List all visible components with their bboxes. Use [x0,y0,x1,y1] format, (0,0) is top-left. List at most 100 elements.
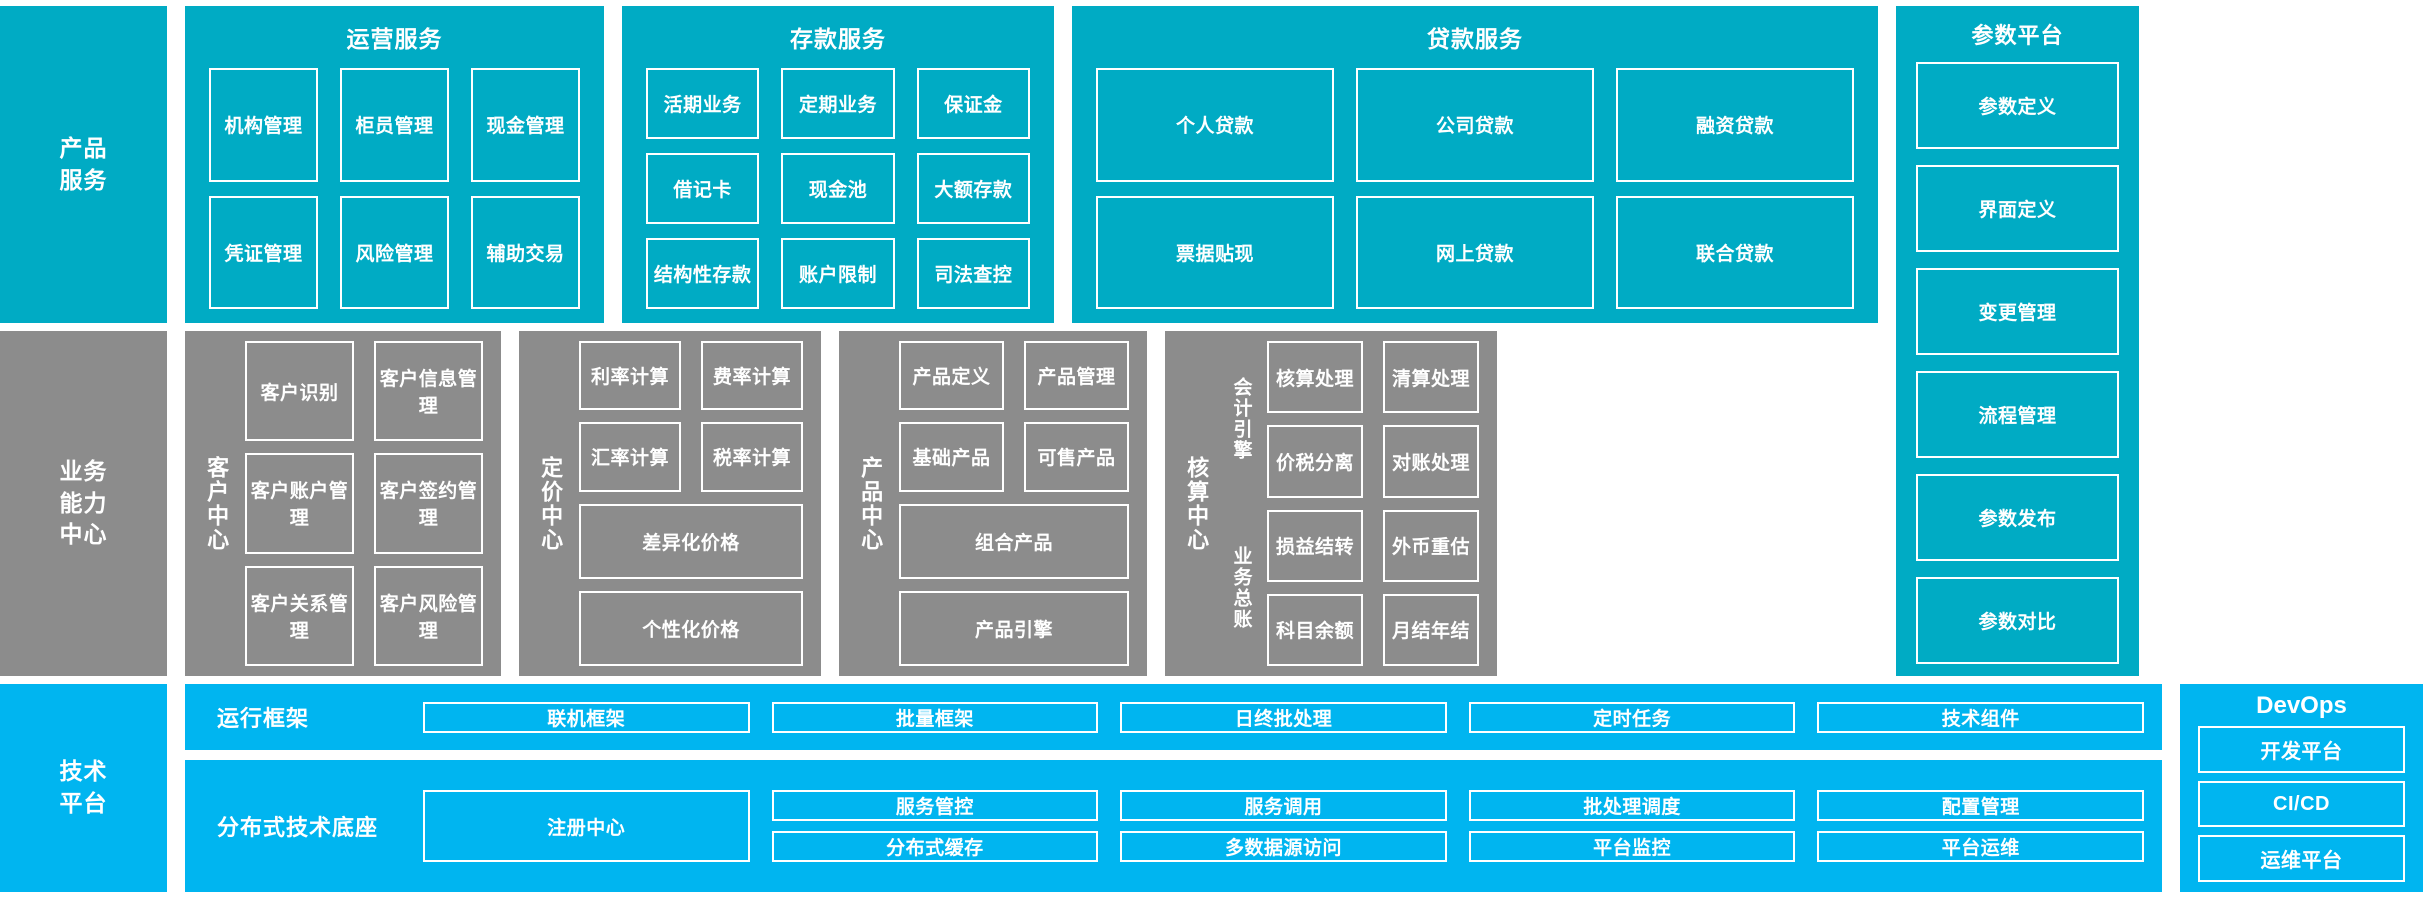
tech-item[interactable]: 批量框架 [771,701,1099,733]
service-item[interactable]: 借记卡 [646,153,760,224]
capability-item[interactable]: 基础产品 [899,422,1004,492]
tech-item[interactable]: 平台运维 [1817,831,2144,862]
stage-label-line: 产品 [59,134,108,161]
capability-item[interactable]: 外币重估 [1383,509,1479,582]
capability-item[interactable]: 个性化价格 [579,590,803,666]
capability-item[interactable]: 清算处理 [1383,341,1479,414]
subgroup-accounting-engine: 会计引擎 核算处理 清算处理 价税分离 对账处理 [1225,341,1479,498]
capability-item[interactable]: 可售产品 [1024,422,1129,492]
service-item[interactable]: 结构性存款 [646,238,760,309]
tech-item-registry[interactable]: 注册中心 [423,790,750,862]
stage-label-line: 能力 [59,489,108,516]
stage-label-line: 中心 [59,521,108,548]
devops-item[interactable]: 运维平台 [2198,835,2405,883]
center-body: 客户识别 客户信息管理 客户账户管理 客户签约管理 客户关系管理 客户风险管理 [245,341,483,666]
tech-item[interactable]: 多数据源访问 [1120,831,1447,862]
capability-item[interactable]: 客户签约管理 [374,453,483,554]
parameter-item[interactable]: 界面定义 [1916,165,2119,252]
capability-item[interactable]: 汇率计算 [579,422,681,492]
tech-item[interactable]: 日终批处理 [1120,701,1447,733]
capability-item[interactable]: 组合产品 [899,503,1129,579]
subgroup-grid: 损益结转 外币重估 科目余额 月结年结 [1267,509,1479,666]
parameter-item[interactable]: 参数定义 [1916,62,2119,149]
capability-item[interactable]: 科目余额 [1267,593,1363,666]
tech-item[interactable]: 批处理调度 [1468,790,1796,821]
center-wide-row: 组合产品 [899,503,1129,579]
service-item[interactable]: 个人贷款 [1096,68,1334,182]
capability-item[interactable]: 产品管理 [1024,341,1129,411]
tech-item[interactable]: 技术组件 [1817,701,2144,733]
group-operations-service: 运营服务 机构管理 柜员管理 现金管理 凭证管理 风险管理 辅助交易 [185,6,604,323]
center-grid: 客户识别 客户信息管理 客户账户管理 客户签约管理 客户关系管理 客户风险管理 [245,341,483,666]
tech-item[interactable]: 平台监控 [1468,831,1796,862]
capability-item[interactable]: 价税分离 [1267,425,1363,498]
parameter-item[interactable]: 参数对比 [1916,577,2119,664]
capability-item[interactable]: 对账处理 [1383,425,1479,498]
center-grid: 利率计算 费率计算 汇率计算 税率计算 [579,341,803,492]
service-item[interactable]: 凭证管理 [209,195,318,309]
layer-product-service: 产品 服务 运营服务 机构管理 柜员管理 现金管理 凭证管理 风险管理 辅助交易… [0,6,2423,676]
service-item[interactable]: 风险管理 [340,195,449,309]
capability-item[interactable]: 月结年结 [1383,593,1479,666]
capability-item[interactable]: 差异化价格 [579,503,803,579]
service-item[interactable]: 现金池 [781,153,895,224]
group-title: 存款服务 [790,26,886,52]
devops-item[interactable]: 开发平台 [2198,726,2405,773]
right-column-spacer [1515,331,1758,676]
service-item[interactable]: 公司贷款 [1356,68,1594,182]
capability-item[interactable]: 客户识别 [245,341,354,442]
panel-title: 参数平台 [1971,23,2064,48]
service-item[interactable]: 辅助交易 [471,195,580,309]
capability-item[interactable]: 产品定义 [899,341,1004,411]
service-item[interactable]: 融资贷款 [1616,68,1854,182]
service-item[interactable]: 活期业务 [646,68,760,139]
parameter-item[interactable]: 变更管理 [1916,268,2119,355]
stage-label-line: 平台 [59,790,108,816]
center-label: 产品中心 [858,455,884,552]
capability-item[interactable]: 产品引擎 [899,590,1129,666]
service-item[interactable]: 现金管理 [471,68,580,182]
capability-item[interactable]: 客户关系管理 [245,565,354,666]
service-item[interactable]: 网上贷款 [1356,195,1594,309]
service-item[interactable]: 账户限制 [781,238,895,309]
service-item[interactable]: 机构管理 [209,68,318,182]
group-title: 贷款服务 [1427,26,1523,52]
center-label: 定价中心 [538,455,564,552]
panel-devops: DevOps 开发平台 CI/CD 运维平台 [2180,684,2423,892]
capability-item[interactable]: 核算处理 [1267,341,1363,414]
capability-item[interactable]: 损益结转 [1267,509,1363,582]
capability-item[interactable]: 客户风险管理 [374,565,483,666]
capability-item[interactable]: 费率计算 [701,341,803,411]
tech-item[interactable]: 服务管控 [771,790,1099,821]
service-item[interactable]: 联合贷款 [1616,195,1854,309]
center-wide-row: 个性化价格 [579,590,803,666]
devops-items: 开发平台 CI/CD 运维平台 [2198,726,2405,883]
service-item[interactable]: 定期业务 [781,68,895,139]
service-item[interactable]: 司法查控 [916,238,1030,309]
center-body: 产品定义 产品管理 基础产品 可售产品 组合产品 产品引擎 [899,341,1129,666]
strip-distributed-foundation: 分布式技术底座 注册中心 服务管控 服务调用 批处理调度 配置管理 分布式缓存 … [185,760,2162,892]
service-item[interactable]: 保证金 [916,68,1030,139]
service-item[interactable]: 柜员管理 [340,68,449,182]
tech-item[interactable]: 服务调用 [1120,790,1447,821]
tech-item[interactable]: 分布式缓存 [771,831,1099,862]
group-items: 活期业务 定期业务 保证金 借记卡 现金池 大额存款 结构性存款 账户限制 司法… [646,68,1030,309]
service-item[interactable]: 票据贴现 [1096,195,1334,309]
stage-label-line: 业务 [59,457,108,484]
center-wide-row: 产品引擎 [899,590,1129,666]
center-pricing: 定价中心 利率计算 费率计算 汇率计算 税率计算 差异化价格 个性化价格 [519,331,821,676]
center-body: 利率计算 费率计算 汇率计算 税率计算 差异化价格 个性化价格 [579,341,803,666]
tech-item[interactable]: 定时任务 [1468,701,1796,733]
tech-platform-body: 运行框架 联机框架 批量框架 日终批处理 定时任务 技术组件 分布式技术底座 注… [185,684,2162,892]
capability-item[interactable]: 税率计算 [701,422,803,492]
capability-item[interactable]: 客户账户管理 [245,453,354,554]
capability-item[interactable]: 客户信息管理 [374,341,483,442]
layer-tech-platform: 技术 平台 运行框架 联机框架 批量框架 日终批处理 定时任务 技术组件 分布式… [0,684,2423,892]
capability-item[interactable]: 利率计算 [579,341,681,411]
devops-item[interactable]: CI/CD [2198,780,2405,828]
service-item[interactable]: 大额存款 [916,153,1030,224]
tech-item[interactable]: 联机框架 [423,701,750,733]
parameter-item[interactable]: 流程管理 [1916,371,2119,458]
parameter-item[interactable]: 参数发布 [1916,474,2119,561]
tech-item[interactable]: 配置管理 [1817,790,2144,821]
